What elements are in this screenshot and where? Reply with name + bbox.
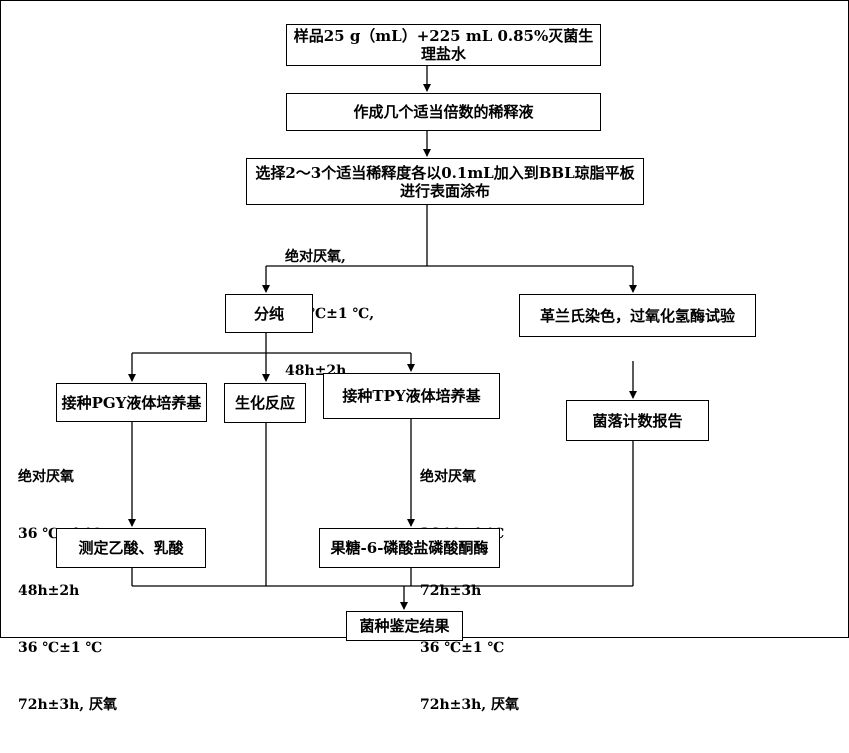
incubation-note-tpy: 绝对厌氧 36 ℃±1 ℃ 72h±3h 36 ℃±1 ℃ 72h±3h, 厌氧 — [420, 430, 519, 753]
colony-box: 菌落计数报告 — [566, 400, 709, 441]
incubation-tpy-line: 72h±3h, 厌氧 — [420, 697, 520, 713]
incubation-pgy-line: 48h±2h — [18, 583, 80, 599]
incubation-pgy-line: 绝对厌氧 — [18, 469, 74, 485]
incubation-main-line: 绝对厌氧, — [285, 249, 346, 265]
colony-label: 菌落计数报告 — [592, 411, 683, 430]
result-label: 菌种鉴定结果 — [359, 617, 450, 635]
biochem-box: 生化反应 — [224, 383, 306, 423]
fructose-box: 果糖-6-磷酸盐磷酸酮酶 — [319, 528, 500, 568]
flowchart: 样品25 g（mL）+225 mL 0.85%灭菌生理盐水 作成几个适当倍数的稀… — [0, 0, 849, 713]
acid-box: 测定乙酸、乳酸 — [56, 528, 206, 568]
fructose-label: 果糖-6-磷酸盐磷酸酮酶 — [330, 539, 489, 557]
pgy-label: 接种PGY液体培养基 — [61, 393, 202, 412]
purify-box: 分纯 — [225, 294, 313, 333]
incubation-tpy-line: 72h±3h — [420, 583, 482, 599]
incubation-pgy-line: 36 ℃±1 ℃ — [18, 640, 103, 656]
sample-label: 样品25 g（mL）+225 mL 0.85%灭菌生理盐水 — [293, 27, 594, 63]
gram-box: 革兰氏染色，过氧化氢酶试验 — [519, 294, 756, 337]
incubation-note-pgy: 绝对厌氧 36 ℃±1 ℃ 48h±2h 36 ℃±1 ℃ 72h±3h, 厌氧 — [18, 430, 117, 753]
sample-box: 样品25 g（mL）+225 mL 0.85%灭菌生理盐水 — [286, 24, 601, 66]
select-box: 选择2～3个适当稀释度各以0.1mL加入到BBL琼脂平板进行表面涂布 — [246, 158, 644, 205]
incubation-tpy-line: 绝对厌氧 — [420, 469, 476, 485]
dilute-box: 作成几个适当倍数的稀释液 — [286, 93, 601, 131]
result-box: 菌种鉴定结果 — [346, 611, 463, 641]
connector-layer — [128, 66, 637, 610]
purify-label: 分纯 — [253, 304, 284, 323]
acid-label: 测定乙酸、乳酸 — [78, 539, 184, 557]
pgy-box: 接种PGY液体培养基 — [56, 383, 207, 422]
select-label: 选择2～3个适当稀释度各以0.1mL加入到BBL琼脂平板进行表面涂布 — [255, 163, 635, 200]
dilute-label: 作成几个适当倍数的稀释液 — [353, 103, 534, 121]
tpy-label: 接种TPY液体培养基 — [342, 387, 481, 405]
tpy-box: 接种TPY液体培养基 — [323, 373, 500, 419]
incubation-tpy-line: 36 ℃±1 ℃ — [420, 640, 505, 656]
incubation-pgy-line: 72h±3h, 厌氧 — [18, 697, 118, 713]
biochem-label: 生化反应 — [234, 394, 295, 412]
gram-label: 革兰氏染色，过氧化氢酶试验 — [539, 306, 735, 325]
